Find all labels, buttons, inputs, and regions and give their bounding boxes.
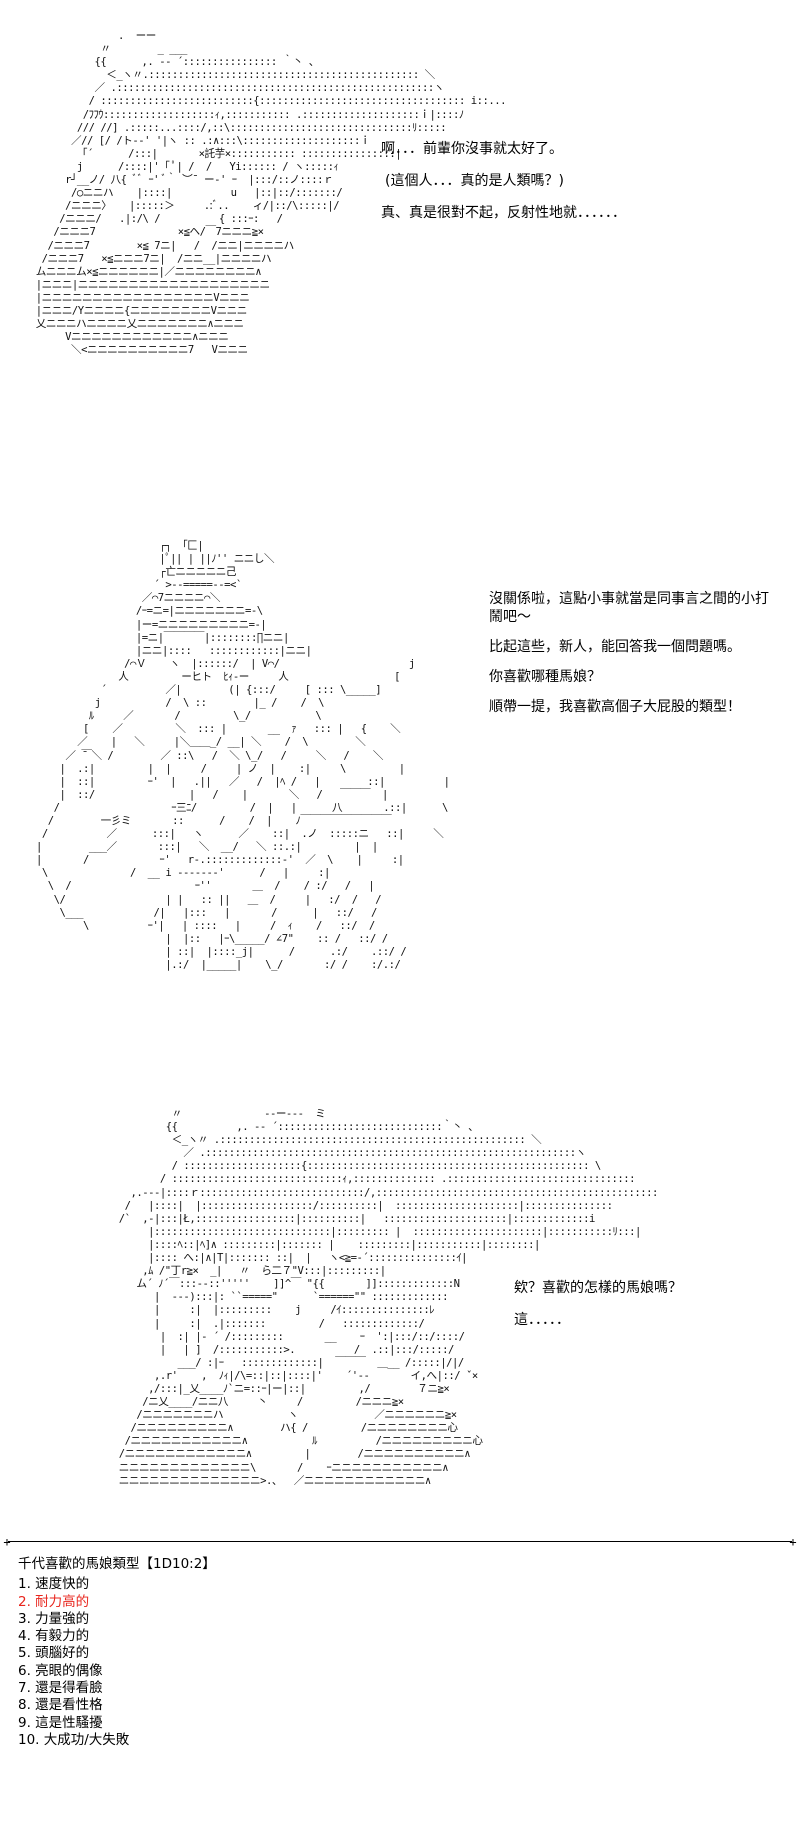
dialog-line: 沒關係啦，這點小事就當是同事言之間的小打鬧吧～ <box>489 591 769 625</box>
dialog-line: 順帶一提，我喜歡高個子大屁股的類型！ <box>489 699 741 715</box>
ascii-art-character-2: ┌┐ 「匚| |ﾟ|| | ||ﾉ'' ニニし＼ ┌亡ニニニニニ己 ´ >--=… <box>36 540 450 971</box>
poll-option: 4. 有毅力的 <box>18 1628 90 1645</box>
poll-option: 9. 這是性騷擾 <box>18 1714 103 1731</box>
dialog-3: 欸？喜歡的怎樣的馬娘嗎？ 這．．．．． <box>514 1279 774 1343</box>
dialog-line: 欸？喜歡的怎樣的馬娘嗎？ <box>514 1280 682 1296</box>
poll-options: 1. 速度快的 2. 耐力高的 3. 力量強的 4. 有毅力的 5. 頭腦好的 … <box>18 1576 216 1749</box>
poll-option: 10. 大成功/大失敗 <box>18 1731 130 1748</box>
dialog-line: 真、真是很對不起，反射性地就．．．．．． <box>381 205 626 221</box>
dialog-2: 沒關係啦，這點小事就當是同事言之間的小打鬧吧～ 比起這些，新人，能回答我一個問題… <box>489 590 779 728</box>
dialog-line: 比起這些，新人，能回答我一個問題嗎。 <box>489 639 741 655</box>
dialog-1: 啊．．．前輩你沒事就太好了。 (這個人．．．真的是人類嗎？) 真、真是很對不起，… <box>381 140 781 236</box>
poll-option: 8. 還是看性格 <box>18 1697 103 1714</box>
poll-option: 7. 還是得看臉 <box>18 1680 103 1697</box>
poll-option: 1. 速度快的 <box>18 1576 90 1593</box>
divider-line <box>8 1541 792 1542</box>
poll-option: 3. 力量強的 <box>18 1610 90 1627</box>
dialog-line: 你喜歡哪種馬娘？ <box>489 669 601 685</box>
poll-title: 千代喜歡的馬娘類型【1D10:2】 <box>18 1556 216 1572</box>
dialog-line: 這．．．．． <box>514 1312 570 1328</box>
ascii-art-character-1: . ーー 〃 _ ___ {{ ,. -‐ ´:::::::::::::::: … <box>35 30 507 357</box>
dialog-line: (這個人．．．真的是人類嗎？) <box>385 173 564 189</box>
divider-cap-right: + <box>789 1535 797 1549</box>
poll-block: 千代喜歡的馬娘類型【1D10:2】 1. 速度快的 2. 耐力高的 3. 力量強… <box>18 1556 216 1749</box>
poll-option: 6. 亮眼的偶像 <box>18 1662 103 1679</box>
section-divider: + + <box>0 1535 800 1549</box>
poll-option: 5. 頭腦好的 <box>18 1645 90 1662</box>
dialog-line: 啊．．．前輩你沒事就太好了。 <box>381 141 563 157</box>
divider-cap-left: + <box>3 1535 11 1549</box>
poll-option-selected: 2. 耐力高的 <box>18 1593 90 1610</box>
ascii-art-character-3: 〃 -‐ー‐‐- ミ {{ ,. -‐ ´:::::::::::::::::::… <box>118 1108 659 1487</box>
